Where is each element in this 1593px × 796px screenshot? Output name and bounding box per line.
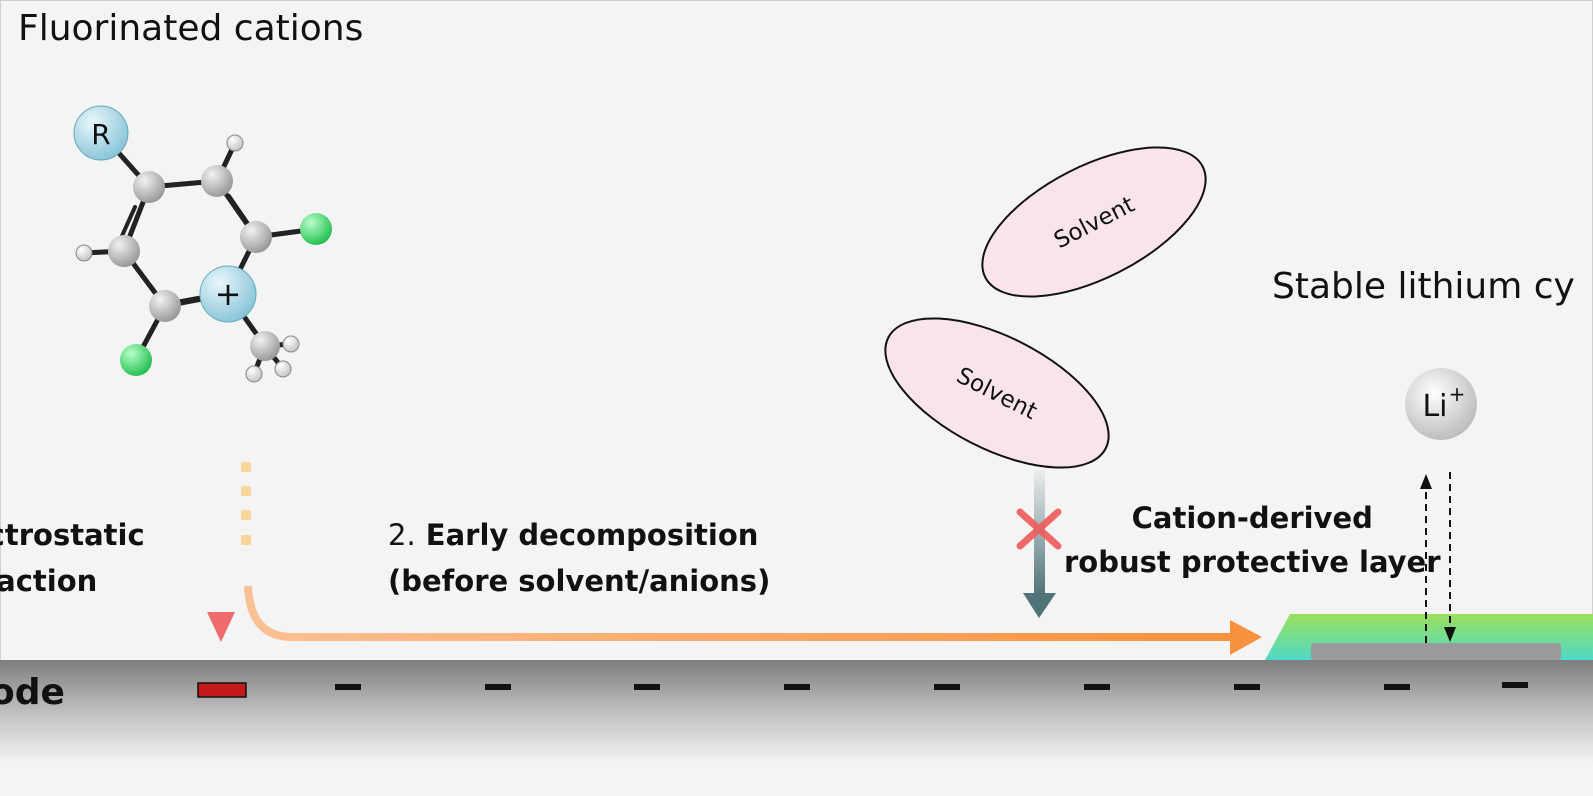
negative-charge-mark xyxy=(1234,684,1260,690)
lithium-ion-sphere xyxy=(1405,368,1477,440)
negative-charge-mark xyxy=(934,684,960,690)
negative-charge-mark xyxy=(335,684,361,690)
electrostatic-attraction-label: ectrostatic traction xyxy=(0,512,145,604)
negative-charge-mark xyxy=(784,684,810,690)
negative-charge-mark xyxy=(1084,684,1110,690)
dot xyxy=(241,486,251,496)
substituent-label: R xyxy=(91,118,110,151)
early-decomposition-arrow xyxy=(244,585,1262,655)
dot xyxy=(241,462,251,472)
negative-charge-mark xyxy=(485,684,511,690)
hydrogen-atom xyxy=(75,244,93,262)
deposited-lithium xyxy=(1311,643,1561,660)
early-decomposition-line-1: 2. Early decomposition xyxy=(388,512,770,558)
solvent-molecule-lower: Solvent xyxy=(884,317,1110,469)
protective-layer-line-2: robust protective layer xyxy=(1064,545,1441,579)
negative-charge-mark xyxy=(634,684,660,690)
early-decomposition-bold: Early decomposition xyxy=(425,518,759,552)
electrostatic-attraction-arrow xyxy=(207,338,235,642)
methyl-carbon-atom xyxy=(250,331,280,361)
carbon-atom xyxy=(133,171,165,203)
hydrogen-atom xyxy=(282,335,300,353)
fluorinated-cation-molecule: R + xyxy=(73,105,332,383)
dot xyxy=(241,535,251,545)
solvent-ellipse xyxy=(884,317,1110,469)
diagram-title: Fluorinated cations xyxy=(18,8,364,49)
protective-layer-label: Cation-derived robust protective layer xyxy=(1064,496,1441,584)
hydrogen-atom xyxy=(226,134,244,152)
carbon-atom xyxy=(108,235,140,267)
adsorbed-cation-mark xyxy=(197,682,247,698)
carbon-atom xyxy=(201,165,233,197)
fluorine-atom xyxy=(300,213,332,245)
fluorine-atom xyxy=(120,344,152,376)
decomposition-dots xyxy=(241,462,251,545)
electrostatic-line-2: traction xyxy=(0,564,98,598)
lithium-ion: Li + xyxy=(1405,368,1477,440)
solvent-molecule-upper: Solvent xyxy=(981,146,1207,298)
lithium-exchange-arrows xyxy=(1420,472,1456,643)
blocked-cross-icon xyxy=(1016,508,1062,550)
carbon-atom xyxy=(240,221,272,253)
protective-layer-line-1: Cation-derived xyxy=(1131,501,1373,535)
anode-label: ode xyxy=(0,672,65,713)
solvent-ellipse xyxy=(981,146,1207,298)
anode-bottom-margin xyxy=(0,764,1593,796)
substituent-sphere xyxy=(73,105,129,161)
early-decomposition-label: 2. Early decomposition (before solvent/a… xyxy=(388,512,770,604)
stable-cycling-label: Stable lithium cy xyxy=(1272,266,1575,307)
step-number: 2. xyxy=(388,518,416,552)
cation-charge-label: + xyxy=(215,275,242,313)
lithium-ion-charge: + xyxy=(1449,382,1466,406)
anode-surface xyxy=(0,660,1593,764)
electrostatic-line-1: ectrostatic xyxy=(0,518,145,552)
cationic-nitrogen-atom xyxy=(199,265,257,323)
carbon-atom xyxy=(149,290,181,322)
hydrogen-atom xyxy=(245,365,263,383)
negative-charge-mark xyxy=(1502,682,1528,688)
dot xyxy=(241,510,251,520)
negative-charge-mark xyxy=(1384,684,1410,690)
early-decomposition-line-2: (before solvent/anions) xyxy=(388,564,771,598)
hydrogen-atom xyxy=(274,360,292,378)
anode-negative-charges xyxy=(335,682,1528,690)
lithium-ion-symbol: Li xyxy=(1422,389,1447,424)
